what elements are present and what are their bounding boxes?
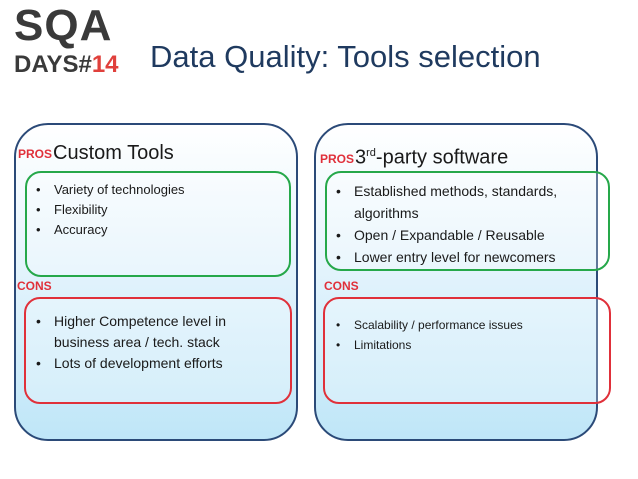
slide-title: Data Quality: Tools selection [150, 39, 541, 74]
left-heading-text: Custom Tools [53, 142, 174, 164]
list-item: Established methods, standards, algorith… [332, 180, 607, 224]
custom-tools-heading: PROSCustom Tools [18, 140, 174, 167]
right-cons-list: Scalability / performance issues Limitat… [332, 315, 607, 355]
left-cons-list: Higher Competence level in business area… [32, 311, 282, 374]
custom-tools-panel [14, 123, 298, 441]
list-item: Variety of technologies [32, 180, 282, 200]
right-heading-sup: rd [366, 147, 376, 159]
list-item: Lower entry level for newcomers [332, 246, 607, 268]
logo-sqa-text: SQA [14, 1, 113, 50]
right-cons-tag: CONS [324, 279, 359, 293]
third-party-panel [314, 123, 598, 441]
list-item: Limitations [332, 335, 607, 355]
logo-days-text: DAYS#14 [14, 52, 119, 78]
list-item: Scalability / performance issues [332, 315, 607, 335]
list-item: Open / Expandable / Reusable [332, 224, 607, 246]
third-party-heading: PROS3rd-party software [320, 140, 508, 172]
left-cons-tag: CONS [17, 279, 52, 293]
list-item: Higher Competence level in business area… [32, 311, 282, 353]
right-pros-list: Established methods, standards, algorith… [332, 180, 607, 268]
right-pros-tag: PROS [320, 151, 355, 166]
logo-days-number: 14 [91, 51, 119, 78]
left-pros-list: Variety of technologies Flexibility Accu… [32, 180, 282, 240]
list-item: Lots of development efforts [32, 353, 282, 374]
sqa-days-logo: SQA DAYS#14 [14, 4, 124, 82]
right-heading-rest: -party software [375, 146, 509, 169]
left-pros-tag: PROS [18, 147, 53, 161]
logo-days-label: DAYS# [14, 51, 92, 78]
right-heading-num: 3 [355, 146, 367, 169]
list-item: Accuracy [32, 220, 282, 240]
list-item: Flexibility [32, 200, 282, 220]
